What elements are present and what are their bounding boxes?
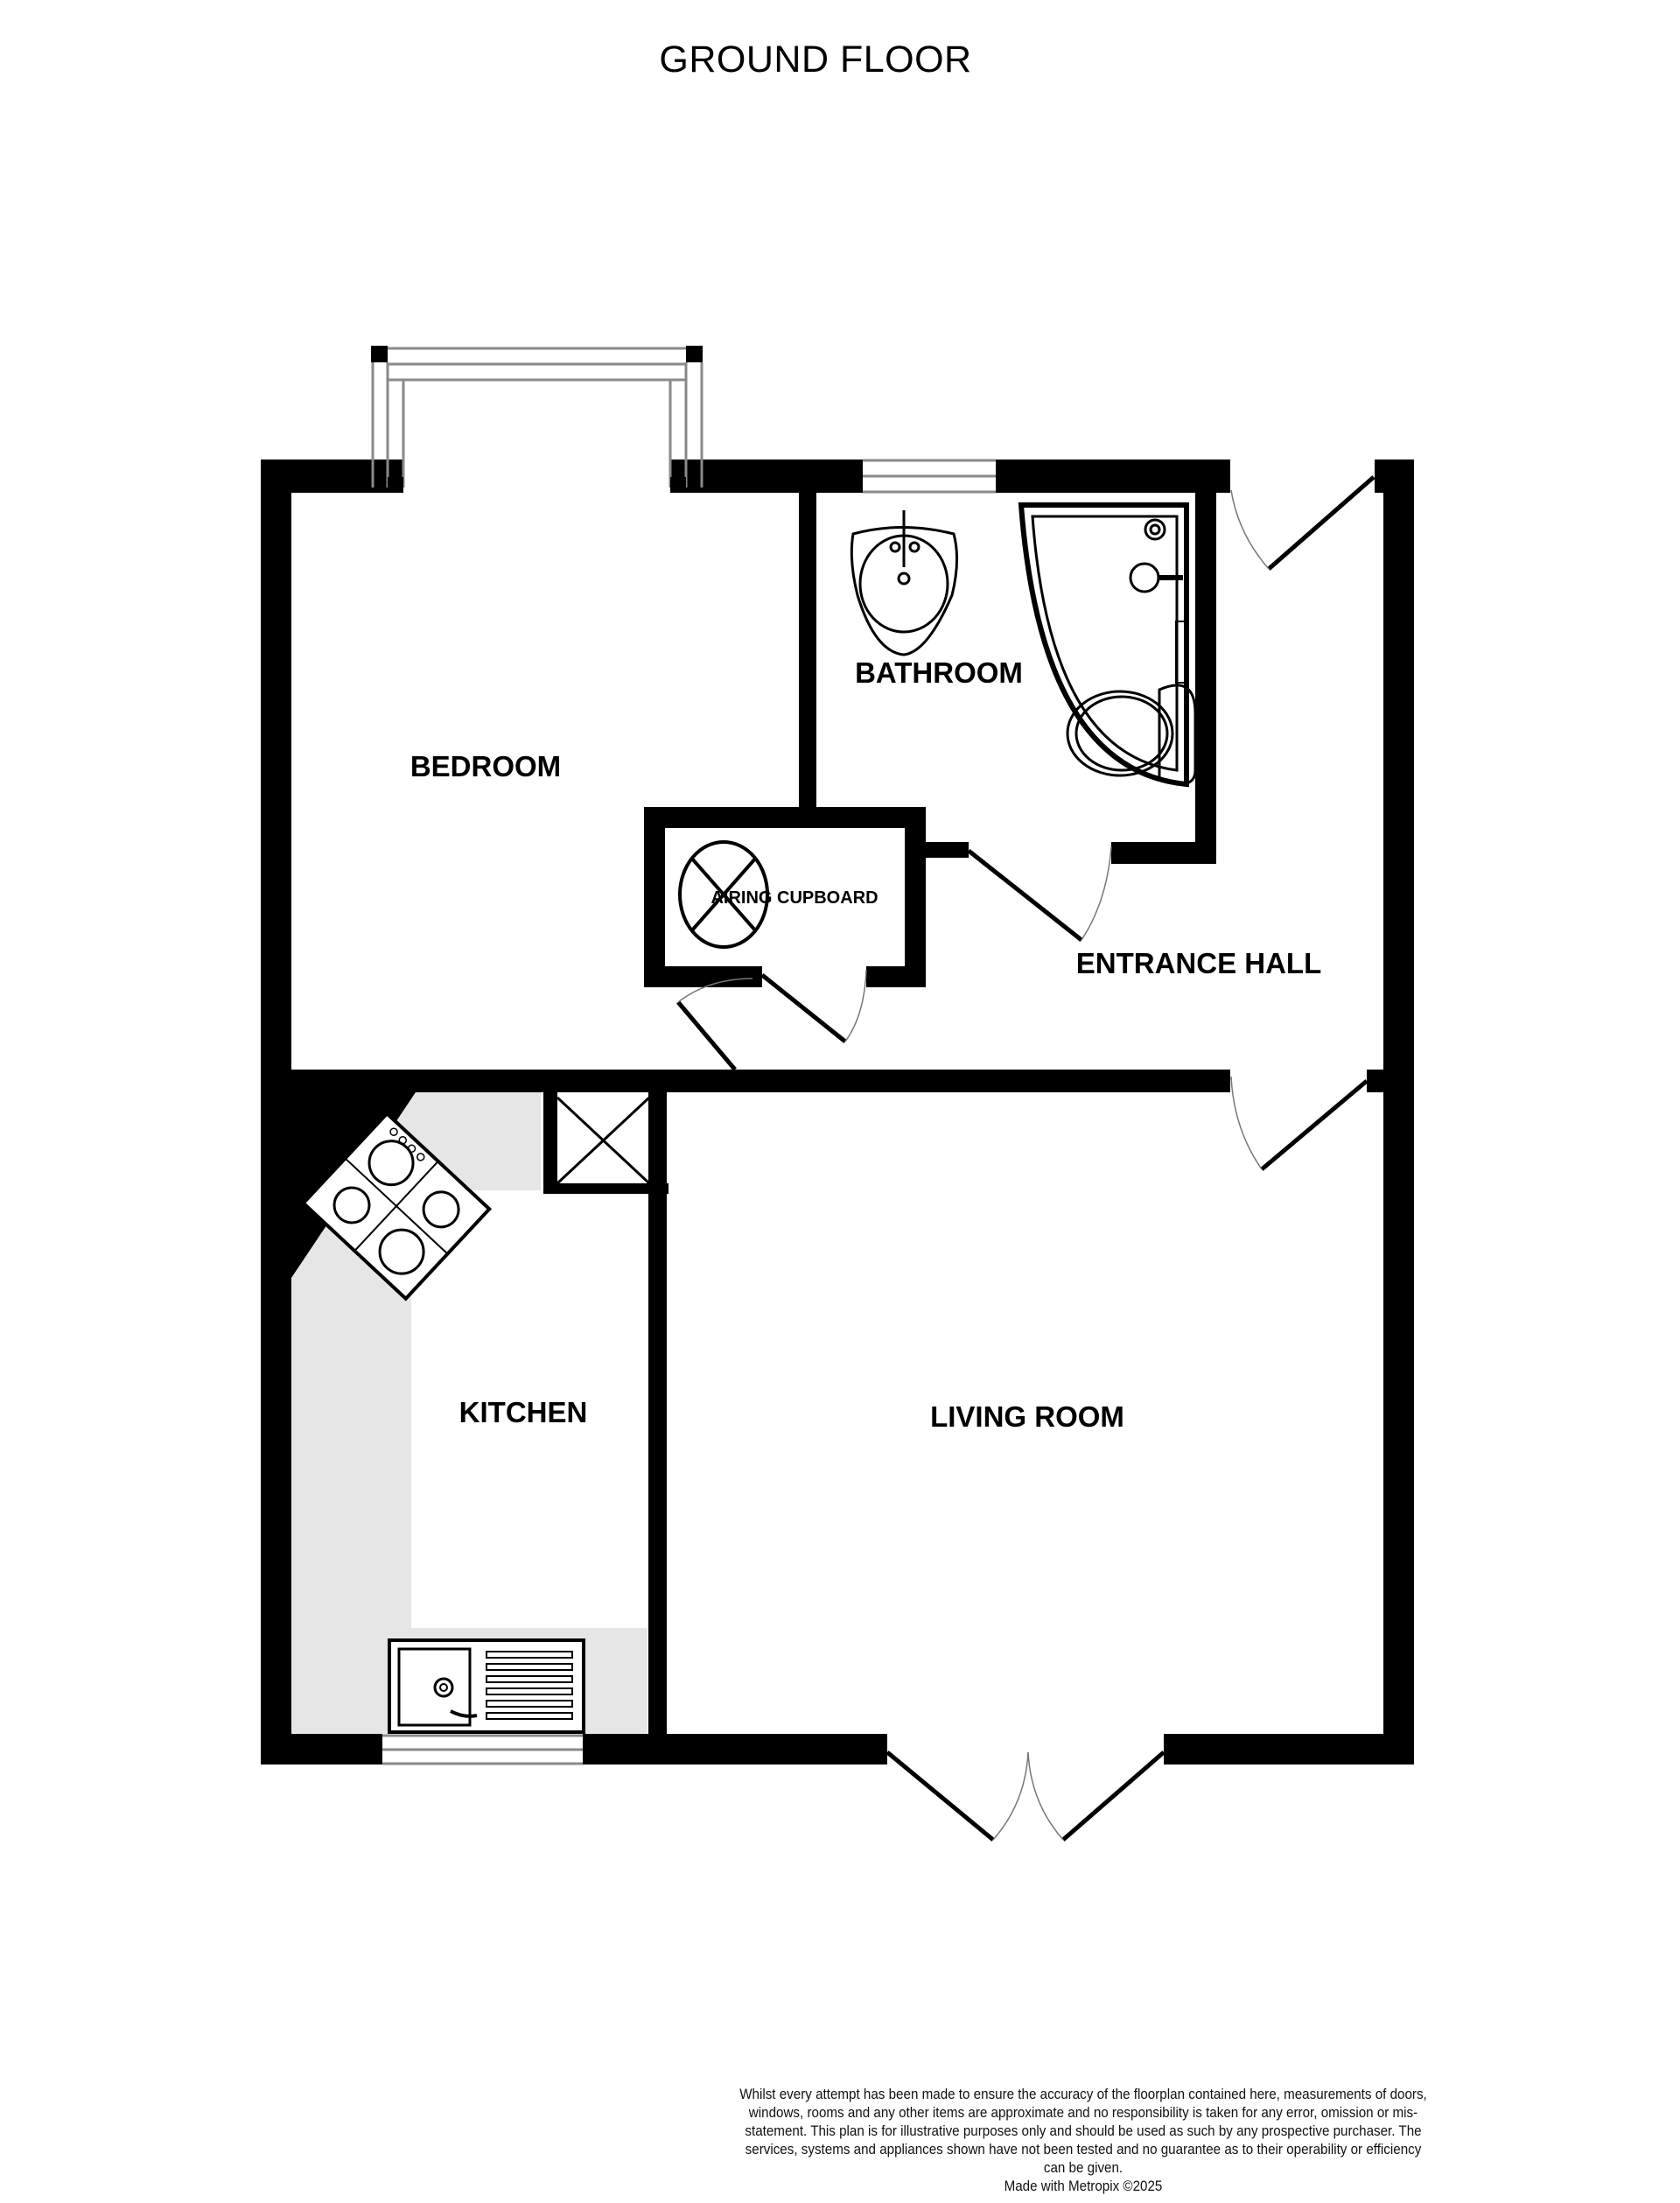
bathroom-door — [967, 846, 1112, 942]
room-label-airing-cupboard: AIRING CUPBOARD — [710, 888, 878, 908]
disclaimer: Whilst every attempt has been made to en… — [737, 2086, 1429, 2196]
wash-basin-icon — [850, 510, 959, 656]
doors — [676, 475, 1376, 1842]
walls — [261, 460, 1414, 1765]
toilet-icon — [1066, 684, 1197, 786]
kitchen-window — [382, 1734, 583, 1765]
bedroom-door — [676, 978, 753, 1071]
boiler-cupboard-icon — [556, 1096, 651, 1185]
bay-window-posts — [371, 346, 703, 493]
floor-title: GROUND FLOOR — [659, 39, 972, 81]
room-label-living-room: LIVING ROOM — [930, 1400, 1124, 1433]
metropix-credit: Made with Metropix ©2025 — [1004, 2178, 1163, 2194]
corner-shower-icon — [1018, 502, 1189, 788]
room-label-kitchen: KITCHEN — [459, 1396, 588, 1428]
living-room-door — [1230, 1076, 1368, 1171]
airing-cupboard-door — [760, 969, 867, 1043]
room-label-bedroom: BEDROOM — [410, 750, 561, 782]
room-label-entrance-hall: ENTRANCE HALL — [1076, 947, 1321, 979]
disclaimer-text: Whilst every attempt has been made to en… — [739, 2087, 1427, 2176]
hot-water-tank-icon — [678, 840, 769, 949]
bathroom-window — [863, 459, 996, 494]
room-label-bathroom: BATHROOM — [855, 656, 1023, 689]
kitchen-sink-icon — [388, 1638, 585, 1734]
bay-window — [371, 347, 704, 488]
entrance-door — [1230, 475, 1376, 571]
hob-icon — [300, 1111, 493, 1301]
french-doors — [886, 1750, 1166, 1842]
